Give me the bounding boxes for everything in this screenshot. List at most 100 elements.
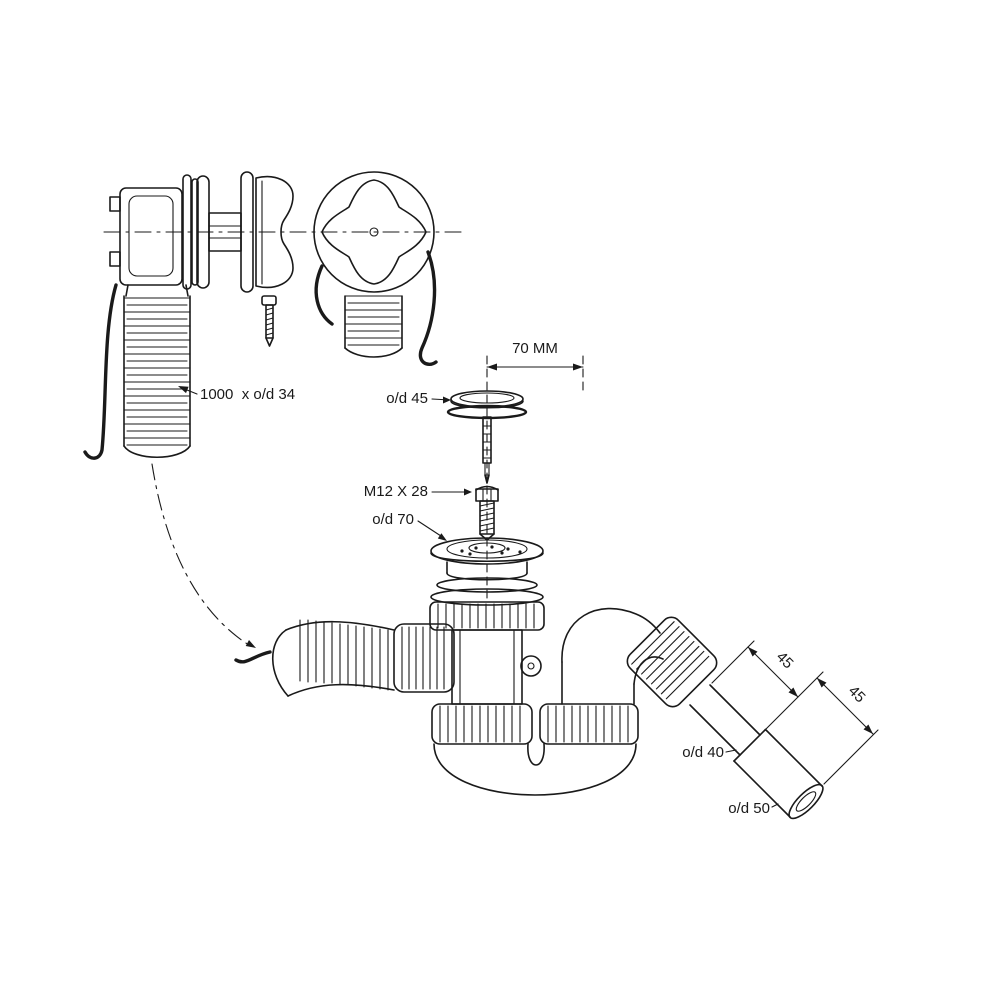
trap-top-nut xyxy=(429,601,545,631)
knob-disc-b xyxy=(240,171,254,293)
hose-spec-arrowhead xyxy=(178,386,189,394)
hose-ribs xyxy=(123,297,191,446)
od40-leader xyxy=(725,749,737,753)
label-od70: o/d 70 xyxy=(372,511,414,528)
overflow-flange-b xyxy=(191,178,199,286)
inlet-hose-end xyxy=(271,629,289,697)
screw-shank xyxy=(265,304,274,339)
flange-skirt-bottom xyxy=(446,572,528,581)
inlet-nut-knurls xyxy=(401,626,445,690)
label-m12x28: M12 X 28 xyxy=(364,483,428,500)
outlet-end-face xyxy=(788,783,824,820)
dim45-line-a xyxy=(747,646,799,698)
knob-grip-outline xyxy=(255,175,294,289)
bolt-tip xyxy=(479,533,495,541)
trap-body xyxy=(451,629,523,705)
label-45-b: 45 xyxy=(845,682,869,706)
overflow-body-inner xyxy=(128,195,174,277)
dim45-b-arrow-start xyxy=(817,678,827,688)
trap-side-boss xyxy=(520,655,542,677)
dim45-line-b xyxy=(816,677,874,735)
hose-spec-callout: 1000 x o/d 34 xyxy=(178,386,295,403)
cap-center-dot xyxy=(369,227,379,237)
screw-threads xyxy=(265,307,274,336)
outlet-end-bore xyxy=(795,791,817,812)
dim45-b-arrow-end xyxy=(863,724,873,734)
strainer-flange: o/d 70 xyxy=(372,511,544,581)
dim-arrow-left xyxy=(487,363,497,371)
bolt-threads xyxy=(479,502,495,532)
u-bend-nut-left-knurls xyxy=(439,705,521,743)
outlet-od-labels: o/d 40 o/d 50 xyxy=(682,744,779,817)
dim-arrow-right xyxy=(573,363,583,371)
plug-stem-ribs xyxy=(482,425,492,459)
flange-rim xyxy=(430,552,544,563)
hose-neck xyxy=(125,284,189,297)
trap-assembly xyxy=(393,577,639,796)
outlet-pipe-od50 xyxy=(733,728,823,818)
plug-stem-tip-neck xyxy=(484,462,490,476)
strainer-slot xyxy=(474,546,478,550)
label-70mm: 70 MM xyxy=(512,340,558,357)
cap-hose-sides xyxy=(344,295,403,349)
label-hose-spec: 1000 x o/d 34 xyxy=(200,386,295,403)
flange-middle xyxy=(446,539,528,559)
outlet-elbow xyxy=(561,607,824,820)
label-od40: o/d 40 xyxy=(682,744,724,761)
inlet-hose-ribs xyxy=(299,619,389,691)
trap-top-nut-knurls xyxy=(437,603,535,629)
outlet-pipe-od40 xyxy=(689,684,761,756)
strainer-slot xyxy=(500,551,504,555)
flange-outer xyxy=(430,537,544,565)
u-bend-outer xyxy=(433,743,637,796)
collar-step-face xyxy=(733,728,767,762)
screw-head xyxy=(261,295,277,306)
hex-shaft-facets xyxy=(208,225,242,239)
outlet-riser xyxy=(561,661,635,705)
inlet-nut xyxy=(393,623,455,693)
inlet-hose-bottom xyxy=(287,683,395,697)
od50-leader xyxy=(771,803,779,808)
outlet-nut-body xyxy=(626,616,718,708)
cap-hose-ribs xyxy=(344,295,403,346)
strainer-slot xyxy=(518,550,522,554)
flange-inner xyxy=(468,542,506,554)
dim45-a-arrow-start xyxy=(748,647,758,657)
u-bend-nut-right-knurls xyxy=(547,705,629,743)
strainer-leader xyxy=(417,520,445,539)
overflow-elbow-side-view xyxy=(83,174,199,460)
hose-end xyxy=(123,445,191,459)
overflow-cable xyxy=(83,283,118,460)
plug-leader-arrowhead xyxy=(443,396,451,404)
connector-curve xyxy=(151,463,253,648)
screw-tip xyxy=(265,337,274,347)
overflow-body xyxy=(119,187,183,286)
dimension-70mm: 70 MM xyxy=(486,340,584,599)
overflow-cap-front-view xyxy=(313,171,438,366)
strainer-slot xyxy=(506,547,510,551)
connector-arrowhead xyxy=(245,640,256,648)
dim45-a-arrow-end xyxy=(788,687,798,697)
bolt-leader-arrowhead xyxy=(464,488,472,496)
cap-scalloped-inner xyxy=(321,179,427,285)
flange-skirt-sides xyxy=(446,561,528,574)
cap-hose-end xyxy=(344,347,403,358)
cap-cable-right xyxy=(418,250,438,366)
cap-cable-left xyxy=(314,264,334,326)
plug-seal-washer xyxy=(446,404,528,420)
body-clip-top xyxy=(109,196,121,212)
outlet-nut-knurls xyxy=(631,621,710,700)
body-clip-bottom xyxy=(109,251,121,267)
trap-inlet-hose xyxy=(234,619,395,697)
cap-outer-ring xyxy=(313,171,435,293)
label-45-a: 45 xyxy=(773,648,797,672)
outlet-nut xyxy=(626,616,718,708)
fixing-screw xyxy=(261,295,277,347)
trap-washer-lower xyxy=(430,588,544,606)
plug-cap-inner xyxy=(459,392,515,404)
hose-sides xyxy=(123,295,191,447)
elbow-inner-wall xyxy=(633,656,664,685)
strainer-slot xyxy=(460,549,464,553)
